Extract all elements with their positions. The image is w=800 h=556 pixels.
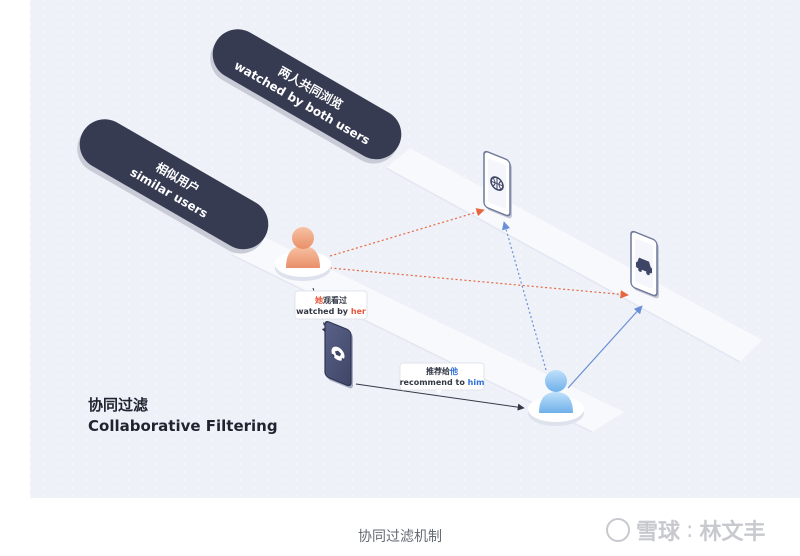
watched-label-cn: 观看过 [323,295,347,305]
male-user-avatar [528,370,584,426]
watched-by-both-pill: 两人共同浏览 watched by both users [210,29,402,164]
watermark: 雪球 : 林文丰 [606,514,765,546]
football-icon [331,346,345,362]
arrow-him-to-basketball [502,221,547,371]
arrow-him-to-car [567,305,643,389]
her-label-en: her [351,307,366,316]
car-icon [636,257,652,276]
watched-by-label-en: watched by [296,307,351,316]
svg-text:她观看过: 她观看过 [315,295,347,305]
diagram-panel [30,0,800,498]
diagram-title-en: Collaborative Filtering [88,417,278,435]
arrow-her-to-basketball [329,208,485,257]
recommend-to-label-en: recommend to [400,378,468,387]
top-path-strip [385,148,762,363]
watermark-brand: 雪球 [636,520,681,545]
watermark-author: 林文丰 [699,520,766,545]
svg-text:推荐给他: 推荐给他 [426,366,458,376]
arrow-football-to-him [355,383,525,411]
snowball-logo-icon [606,518,630,542]
basketball-icon [490,176,504,191]
female-user-avatar [275,227,331,281]
svg-text:recommend to him: recommend to him [400,378,485,387]
watched-by-her-callout: 她观看过 watched by her [294,290,368,320]
diagram-title-cn: 协同过滤 [88,396,149,414]
arrow-her-to-car [329,267,629,299]
phone-basketball [483,150,512,219]
watermark-separator: : [686,517,694,543]
him-label-cn: 他 [449,366,458,376]
phone-car [630,230,659,299]
him-label-en: him [468,378,485,387]
recommend-to-him-callout: 推荐给他 recommend to him [399,362,485,394]
recommend-label-cn: 推荐给 [426,366,450,376]
similar-users-pill: 相似用户 similar users [77,119,269,254]
svg-text:watched by her: watched by her [296,307,366,316]
figure-caption: 协同过滤机制 [358,529,442,545]
phone-football [324,320,353,389]
her-label-cn: 她 [315,295,323,305]
